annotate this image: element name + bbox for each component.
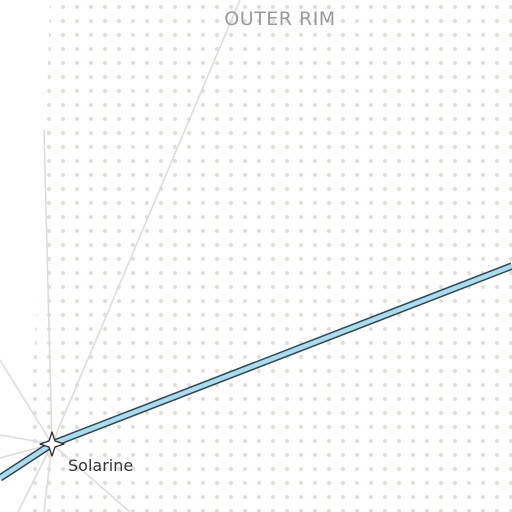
region-label: OUTER RIM [224, 8, 336, 30]
spoke-line [51, 443, 131, 512]
spoke-line [0, 359, 53, 445]
city-label[interactable]: Solarine [68, 456, 134, 475]
spoke-line [43, 129, 53, 445]
spoke-line [17, 443, 53, 512]
spoke-lines [0, 0, 241, 512]
dotted-region [28, 0, 512, 512]
spoke-line [43, 443, 53, 512]
spoke-line [51, 0, 241, 445]
star-icon[interactable] [39, 431, 65, 457]
